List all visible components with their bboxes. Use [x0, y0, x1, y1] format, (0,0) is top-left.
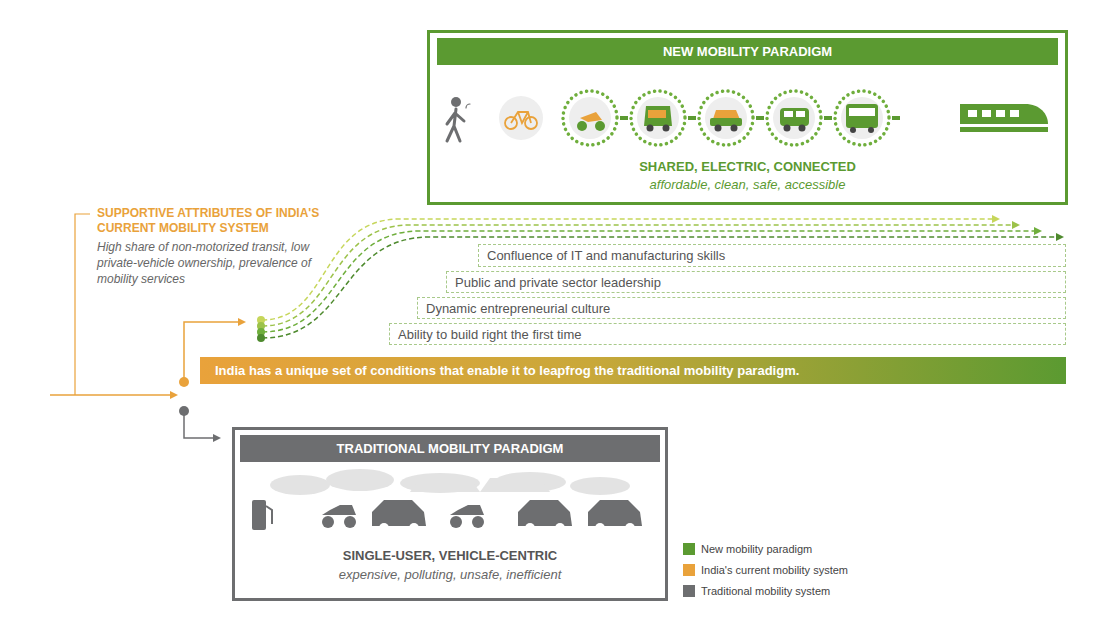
- legend-swatch: [683, 543, 695, 555]
- attribute-box: Public and private sector leadership: [446, 271, 1066, 293]
- attribute-box: Ability to build right the first time: [389, 323, 1066, 345]
- summary-band: India has a unique set of conditions tha…: [200, 357, 1066, 384]
- legend-text: New mobility paradigm: [701, 542, 812, 556]
- section-heading: SUPPORTIVE ATTRIBUTES OF INDIA'S CURRENT…: [97, 206, 342, 236]
- box-header: NEW MOBILITY PARADIGM: [437, 38, 1058, 65]
- box-note: expensive, polluting, unsafe, inefficien…: [235, 567, 665, 582]
- section-note: High share of non-motorized transit, low…: [97, 239, 322, 287]
- legend-text: India's current mobility system: [701, 563, 848, 577]
- attribute-text: Dynamic entrepreneurial culture: [426, 298, 1061, 319]
- box-subtitle: SHARED, ELECTRIC, CONNECTED: [430, 159, 1065, 174]
- box-header: TRADITIONAL MOBILITY PARADIGM: [240, 435, 660, 462]
- band-text: India has a unique set of conditions tha…: [215, 357, 1060, 384]
- paradigm-box: NEW MOBILITY PARADIGM SHARED, ELECTRIC, C…: [427, 30, 1068, 205]
- attribute-box: Confluence of IT and manufacturing skill…: [478, 244, 1066, 267]
- attribute-box: Dynamic entrepreneurial culture: [417, 297, 1066, 319]
- box-subtitle: SINGLE-USER, VEHICLE-CENTRIC: [235, 548, 665, 563]
- attribute-text: Ability to build right the first time: [398, 324, 1061, 345]
- legend-swatch: [683, 564, 695, 576]
- box-note: affordable, clean, safe, accessible: [430, 177, 1065, 192]
- paradigm-box: TRADITIONAL MOBILITY PARADIGM SINGLE-USER…: [232, 427, 668, 601]
- legend-swatch: [683, 585, 695, 597]
- attribute-text: Confluence of IT and manufacturing skill…: [487, 245, 1061, 266]
- legend-text: Traditional mobility system: [701, 584, 830, 598]
- attribute-text: Public and private sector leadership: [455, 272, 1061, 293]
